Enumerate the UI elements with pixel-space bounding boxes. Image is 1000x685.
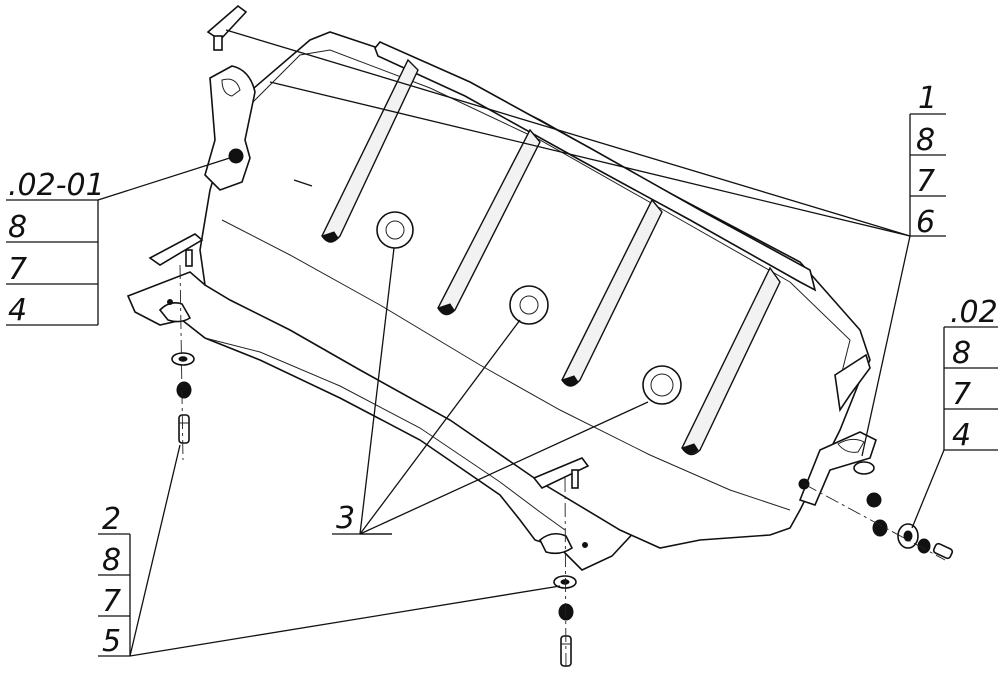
callout-label: 7 xyxy=(102,584,121,619)
bottom-clip xyxy=(532,457,590,489)
washer-right-top xyxy=(853,461,875,475)
flange-slot-bottom xyxy=(539,532,574,555)
callout-label: .02-01 xyxy=(8,168,105,203)
assembly-axes xyxy=(179,264,946,671)
nut-right-2 xyxy=(872,519,888,537)
flange-slot-left xyxy=(158,302,192,323)
bolt-left xyxy=(178,414,190,444)
skid-plate xyxy=(126,31,877,571)
callout-label: 4 xyxy=(8,293,27,328)
right-side-bracket xyxy=(798,431,877,506)
callout-label: 7 xyxy=(952,377,971,412)
callout-label: 2 xyxy=(102,502,121,537)
callout-label: 7 xyxy=(8,252,27,287)
callout-label: 7 xyxy=(916,164,935,199)
callout-right-top: 1 8 7 6 xyxy=(909,81,946,240)
callout-center-bottom: 3 xyxy=(332,501,392,536)
rear-wall xyxy=(374,41,817,292)
drain-holes xyxy=(376,211,682,405)
callout-left-bottom: 2 8 7 5 xyxy=(98,502,131,659)
nut-right-top xyxy=(866,492,882,508)
callout-right-mid: .02 8 7 4 xyxy=(943,295,998,453)
leader-lines xyxy=(97,29,945,657)
bolt-right xyxy=(932,542,954,560)
callout-label: 8 xyxy=(916,123,935,158)
nut-right xyxy=(917,538,931,554)
callout-left-top: .02-01 8 7 4 xyxy=(6,168,105,328)
callout-label: 3 xyxy=(336,501,355,536)
nut-left xyxy=(176,381,192,399)
callout-label: 8 xyxy=(8,210,27,245)
left-clip xyxy=(148,233,204,266)
callout-label: 8 xyxy=(102,543,121,578)
callout-label: .02 xyxy=(950,295,998,330)
callout-label: 5 xyxy=(102,624,121,659)
callout-label: 6 xyxy=(916,205,935,240)
stiffening-ribs xyxy=(321,58,781,456)
callout-label: 4 xyxy=(952,418,971,453)
callout-label: 1 xyxy=(918,81,937,116)
callout-label: 8 xyxy=(952,336,971,371)
